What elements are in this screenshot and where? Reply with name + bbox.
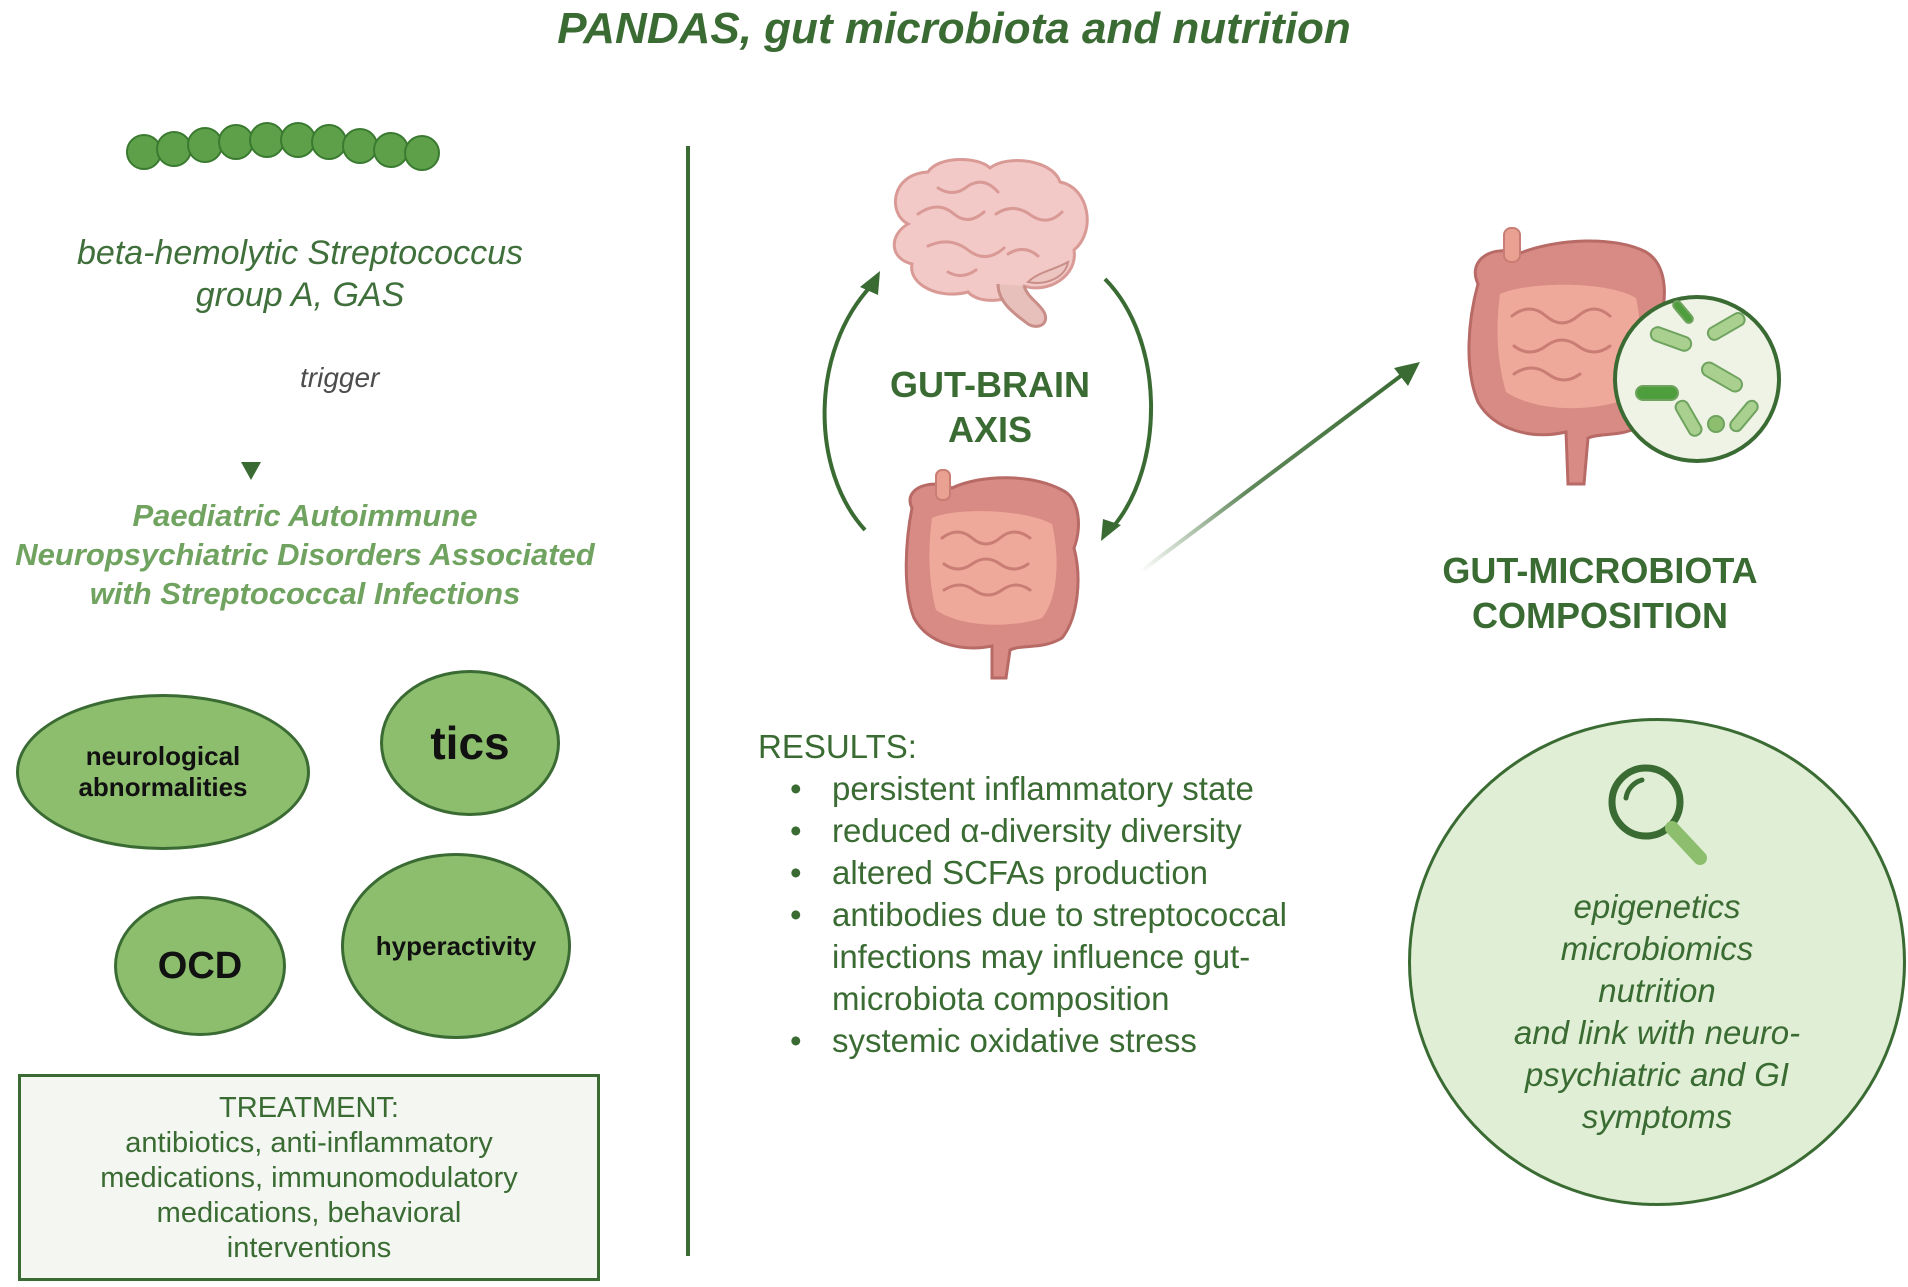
brain-icon (892, 157, 1089, 328)
treatment-line-1: antibiotics, anti-inflammatory (125, 1127, 493, 1159)
gut-brain-axis-label: GUT-BRAIN AXIS (840, 362, 1140, 452)
streptococcus-chain-icon (126, 122, 440, 171)
treatment-line-2: medications, immunomodulatory (100, 1162, 518, 1194)
symptom-ocd: OCD (114, 896, 286, 1036)
research-circle (1408, 718, 1906, 1206)
neuro-line-1: neurological (85, 741, 241, 771)
circle-line-5: psychiatric and GI (1524, 1056, 1790, 1093)
results-item: persistent inflammatory state (790, 768, 1378, 810)
trigger-arrow (241, 336, 261, 480)
results-item: reduced α-diversity diversity (790, 810, 1378, 852)
results-list: persistent inflammatory state reduced α-… (758, 768, 1378, 1062)
gut-microbiota-composition-label: GUT-MICROBIOTA COMPOSITION (1400, 548, 1800, 638)
treatment-box: TREATMENT: antibiotics, anti-inflammator… (18, 1074, 600, 1281)
treatment-line-4: interventions (226, 1232, 392, 1264)
gas-line-1: beta-hemolytic Streptococcus (77, 234, 523, 272)
gas-line-2: group A, GAS (195, 276, 405, 314)
trigger-label: trigger (300, 362, 380, 393)
gut-brain-cycle-arrows (822, 271, 1153, 541)
symptom-tics: tics (380, 670, 560, 816)
gas-label: beta-hemolytic Streptococcus group A, GA… (20, 232, 580, 316)
circle-line-6: symptoms (1581, 1098, 1733, 1135)
pandas-line-2: Neuropsychiatric Disorders Associated (15, 537, 595, 572)
results-item: antibodies due to streptococcal infectio… (790, 894, 1312, 1020)
neuro-line-2: abnormalities (78, 772, 248, 802)
results-heading: RESULTS: (758, 728, 917, 765)
results-item: altered SCFAs production (790, 852, 1378, 894)
research-circle-text: epigenetics microbiomics nutrition and l… (1408, 886, 1906, 1138)
pandas-line-3: with Streptococcal Infections (89, 576, 521, 611)
treatment-heading: TREATMENT: (219, 1092, 399, 1124)
ocd-label: OCD (157, 944, 243, 987)
circle-line-2: microbiomics (1560, 930, 1754, 967)
results-section: RESULTS: persistent inflammatory state r… (758, 726, 1378, 1062)
gmc-line-2: COMPOSITION (1471, 595, 1728, 636)
symptom-hyperactivity: hyperactivity (341, 853, 571, 1039)
circle-line-3: nutrition (1598, 972, 1716, 1009)
symptom-neurological-abnormalities: neurological abnormalities (16, 694, 310, 850)
results-item: systemic oxidative stress (790, 1020, 1378, 1062)
gmc-line-1: GUT-MICROBIOTA (1442, 550, 1758, 591)
diagram-title: PANDAS, gut microbiota and nutrition (557, 4, 1351, 53)
tics-label: tics (430, 717, 510, 769)
vertical-divider (686, 146, 690, 1256)
gba-line-1: GUT-BRAIN (890, 364, 1090, 405)
link-arrow (1138, 362, 1420, 574)
pandas-line-1: Paediatric Autoimmune (132, 498, 478, 533)
gba-line-2: AXIS (947, 409, 1033, 450)
treatment-line-3: medications, behavioral (156, 1197, 462, 1229)
hyperactivity-label: hyperactivity (375, 930, 537, 961)
bacteria-magnified-icon (1613, 295, 1781, 463)
pandas-label: Paediatric Autoimmune Neuropsychiatric D… (0, 496, 610, 613)
intestine-icon (904, 469, 1080, 680)
magnifier-icon (1608, 764, 1707, 865)
circle-line-1: epigenetics (1573, 888, 1741, 925)
circle-line-4: and link with neuro- (1513, 1014, 1801, 1051)
